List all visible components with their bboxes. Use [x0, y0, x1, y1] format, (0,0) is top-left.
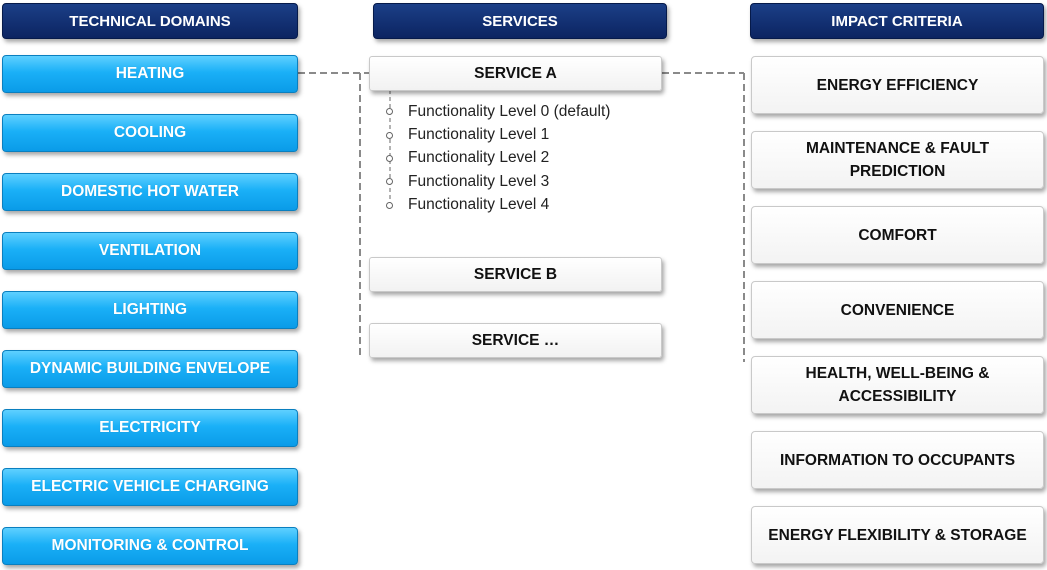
- impact-energy-flexibility-storage: ENERGY FLEXIBILITY & STORAGE: [751, 506, 1044, 564]
- domain-cooling: COOLING: [2, 114, 298, 152]
- domain-monitoring-control: MONITORING & CONTROL: [2, 527, 298, 565]
- level-item: Functionality Level 2: [384, 147, 664, 170]
- domain-electricity: ELECTRICITY: [2, 409, 298, 447]
- level-item: Functionality Level 0 (default): [384, 100, 664, 123]
- service-more: SERVICE …: [369, 323, 662, 358]
- level-item: Functionality Level 3: [384, 170, 664, 193]
- domain-dynamic-building-envelope: DYNAMIC BUILDING ENVELOPE: [2, 350, 298, 388]
- level-label: Functionality Level 1: [408, 126, 550, 144]
- level-item: Functionality Level 4: [384, 194, 664, 217]
- level-label: Functionality Level 4: [408, 196, 550, 214]
- bullet-icon: [386, 201, 393, 209]
- level-label: Functionality Level 3: [408, 172, 550, 190]
- bullet-icon: [386, 131, 393, 139]
- service-b: SERVICE B: [369, 257, 662, 292]
- domain-electric-vehicle-charging: ELECTRIC VEHICLE CHARGING: [2, 468, 298, 506]
- impact-information-to-occupants: INFORMATION TO OCCUPANTS: [751, 431, 1044, 489]
- impact-comfort: COMFORT: [751, 206, 1044, 264]
- bullet-icon: [386, 178, 393, 186]
- header-services: SERVICES: [373, 3, 667, 39]
- domain-lighting: LIGHTING: [2, 291, 298, 329]
- bullet-icon: [386, 154, 393, 162]
- impact-energy-efficiency: ENERGY EFFICIENCY: [751, 56, 1044, 114]
- domain-heating: HEATING: [2, 55, 298, 93]
- level-label: Functionality Level 2: [408, 149, 550, 167]
- level-label: Functionality Level 0 (default): [408, 102, 611, 120]
- bullet-icon: [386, 108, 393, 116]
- level-item: Functionality Level 1: [384, 123, 664, 146]
- impact-convenience: CONVENIENCE: [751, 281, 1044, 339]
- impact-maintenance-fault-prediction: MAINTENANCE & FAULT PREDICTION: [751, 131, 1044, 189]
- service-a: SERVICE A: [369, 56, 662, 91]
- domain-ventilation: VENTILATION: [2, 232, 298, 270]
- header-impact-criteria: IMPACT CRITERIA: [750, 3, 1044, 39]
- domain-domestic-hot-water: DOMESTIC HOT WATER: [2, 173, 298, 211]
- impact-health-wellbeing-accessibility: HEALTH, WELL-BEING & ACCESSIBILITY: [751, 356, 1044, 414]
- header-technical-domains: TECHNICAL DOMAINS: [2, 3, 298, 39]
- functionality-levels: Functionality Level 0 (default) Function…: [384, 100, 664, 217]
